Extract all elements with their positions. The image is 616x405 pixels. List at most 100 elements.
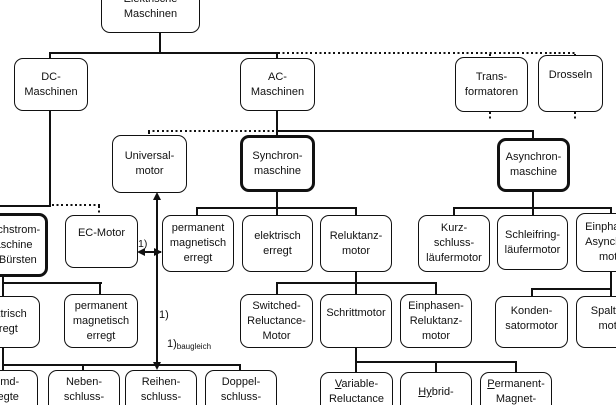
node-label: Reluktanz- <box>409 314 463 327</box>
connector-dotted <box>98 206 100 214</box>
connector-line <box>355 284 358 295</box>
node-label: EC-Motor <box>77 227 126 239</box>
node-label: Hybrid- <box>418 386 454 398</box>
connector-dotted <box>489 112 491 119</box>
connector-line <box>532 209 535 216</box>
node-label: Kurz- <box>440 222 468 234</box>
node-label: Variable- <box>334 378 379 390</box>
node-label: motor <box>135 165 164 177</box>
node-gleichstrommaschine-mit-buersten: Gleichstrom-maschinemit Bürsten <box>0 213 48 277</box>
node-switched-reluctance-motor: Switched-Reluctance-Motor <box>240 294 313 348</box>
node-label: satormotor <box>505 320 558 332</box>
connector-line <box>531 288 612 291</box>
connector-line <box>435 284 438 295</box>
node-label: Neben- <box>65 376 103 388</box>
node-label: schluss- <box>220 391 262 403</box>
connector-dotted <box>148 130 277 132</box>
node-label: läufermotor <box>504 243 561 256</box>
connector-line <box>276 209 279 216</box>
node-label: permanent <box>171 222 225 234</box>
connector-line <box>453 207 612 210</box>
connector-line <box>276 284 279 295</box>
node-label: motor <box>421 329 451 342</box>
node-permanent-magnet: Permanent-Magnet- <box>480 372 552 405</box>
node-label: läufermotor <box>426 252 482 264</box>
footnote-baugleich: 1)baugleich <box>167 338 211 351</box>
connector-line <box>532 132 535 139</box>
node-label: formatoren <box>464 85 519 98</box>
node-label: permanent <box>74 299 128 312</box>
node-label: erregt <box>263 244 292 257</box>
connector-line <box>2 348 5 366</box>
node-label: Konden- <box>510 305 553 317</box>
node-label: AC- <box>268 70 287 83</box>
node-label: schluss- <box>63 391 105 403</box>
node-einphasen-asynchronmotor: Einphasen-Asynchron-motor <box>576 213 616 272</box>
node-label: Schrittmotor <box>326 306 386 319</box>
node-label: Fremd- <box>0 376 20 388</box>
connector-line <box>355 363 358 373</box>
node-label: magnetisch <box>72 314 130 327</box>
node-label: maschine <box>0 238 33 251</box>
connector-line <box>49 111 52 207</box>
connector-line <box>159 33 162 52</box>
node-hybrid: Hybrid- <box>400 372 472 405</box>
connector-line <box>196 207 357 210</box>
relation-label-ecmotor: 1) <box>138 238 148 250</box>
node-ec-motor: EC-Motor <box>65 215 138 268</box>
connector-line <box>49 52 278 55</box>
connector-line <box>276 130 534 133</box>
node-einphasen-reluktanzmotor: Einphasen- Reluktanz-motor <box>400 294 472 348</box>
connector-line <box>532 192 535 209</box>
connector-line <box>515 363 518 373</box>
node-label: motor <box>341 244 371 257</box>
node-label: DC- <box>41 70 61 83</box>
node-label: Einphasen- <box>408 299 464 312</box>
node-synchronmaschine: Synchron-maschine <box>240 135 315 192</box>
node-reluktanzmotor: Reluktanz-motor <box>320 215 392 272</box>
arrowhead-down <box>152 362 161 370</box>
node-label: Trans- <box>475 70 508 83</box>
node-label: Magnet- <box>495 393 537 405</box>
node-dc-maschinen: DC-Maschinen <box>14 58 88 111</box>
connector-line <box>355 361 517 364</box>
node-label: schluss- <box>433 237 475 249</box>
connector-line <box>99 284 102 295</box>
connector-line <box>610 272 613 290</box>
node-reihenschluss: Reihen-schluss- <box>125 370 197 405</box>
node-label: Asynchron- <box>585 236 616 248</box>
node-label: magnetisch <box>169 237 227 249</box>
node-variable-reluctance: Variable-Reluctance <box>320 372 393 405</box>
arrow-line-ecmotor-permanent <box>139 251 161 254</box>
connector-line <box>610 209 613 214</box>
node-dc-permanent-magnetisch-erregt: permanent magnetisch erregt <box>64 294 138 348</box>
node-label: Switched- <box>252 299 301 312</box>
connector-line <box>2 277 5 284</box>
connector-line <box>276 111 279 136</box>
node-kurzschlusslaeufermotor: Kurz-schluss-läufermotor <box>418 215 490 272</box>
node-label: Reluktanz- <box>329 229 383 242</box>
node-spaltpolmotor: Spaltpol-motor <box>576 296 616 348</box>
node-schleifringlaeufermotor: Schleifring-läufermotor <box>497 215 568 270</box>
relation-label-universal: 1) <box>159 309 169 321</box>
node-label: maschine <box>509 166 558 178</box>
node-label: Spaltpol- <box>590 305 616 317</box>
node-label: Maschinen <box>123 8 178 20</box>
connector-line <box>531 290 534 297</box>
node-label: Einphasen- <box>585 221 616 233</box>
connector-line <box>435 363 438 373</box>
node-label: mit Bürsten <box>0 253 37 266</box>
node-label: erregt <box>183 252 213 264</box>
node-label: Doppel- <box>221 376 261 388</box>
node-asynchronmaschine: Asynchron-maschine <box>497 138 570 192</box>
node-label: erregt <box>86 329 116 342</box>
arrowhead-left <box>137 248 145 256</box>
node-schrittmotor: Schrittmotor <box>320 294 392 348</box>
connector-dotted <box>52 204 100 206</box>
node-drosseln: Drosseln <box>538 55 603 112</box>
connector-line <box>49 54 52 59</box>
connector-line <box>276 282 437 285</box>
